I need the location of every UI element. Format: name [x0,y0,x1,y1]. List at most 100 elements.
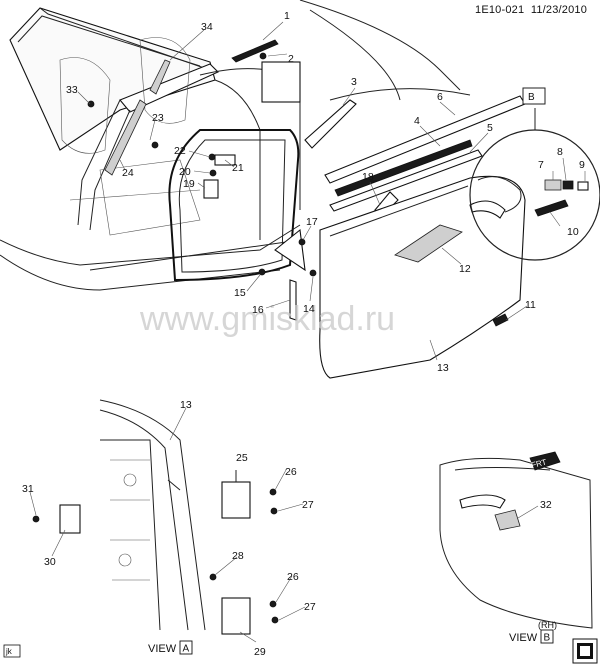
view-b-prefix: VIEW [509,632,538,644]
part-24-pillar-trim [104,99,147,176]
callout-9: 9 [579,159,585,171]
callout-1: 1 [284,10,290,22]
callout-16: 16 [252,304,264,316]
part-12-handle-plate [394,224,463,263]
callout-26-lower: 26 [287,571,299,583]
part-2-bracket [261,61,301,103]
part-30-hinge [59,504,81,534]
callout-11: 11 [525,299,536,311]
gm-logo [572,638,598,664]
part-20-screw [209,169,217,177]
callout-27-upper: 27 [302,499,314,511]
part-1-strip [231,39,279,63]
callout-30: 30 [44,556,56,568]
callout-14: 14 [303,303,315,315]
callout-26-upper: 26 [285,466,297,478]
callout-5: 5 [487,122,493,134]
frt-arrow [529,451,561,471]
callout-7: 7 [538,159,544,171]
diagram-date: 11/23/2010 [530,4,588,16]
callout-21: 21 [232,162,244,174]
callout-18: 18 [362,171,374,183]
part-17-fastener [298,238,306,246]
callout-15: 15 [234,287,246,299]
diagram-header: 1E10-021 11/23/2010 [475,4,587,16]
callout-2: 2 [288,53,294,65]
part-19-fitting [203,179,219,199]
part-28-bolt [209,573,217,581]
part-31-bolt [32,515,40,523]
callout-6: 6 [437,91,443,103]
callout-13-lower: 13 [180,399,192,411]
callout-29: 29 [254,646,266,658]
part-8-cylinder [562,180,574,190]
callout-19: 19 [183,178,195,190]
part-5-outer-seal [329,149,483,212]
view-a-prefix: VIEW [148,643,177,655]
part-16-strip [289,279,297,321]
callout-12: 12 [459,263,471,275]
callout-20: 20 [179,166,191,178]
part-34-trim [149,59,171,95]
part-14-screw [309,269,317,277]
callout-32: 32 [540,499,552,511]
detail-b-tag [522,87,546,105]
callout-22: 22 [174,145,186,157]
part-29-lower-hinge [221,597,251,635]
callout-28: 28 [232,550,244,562]
frt-label: FRT [530,457,547,469]
detail-b-letter: B [528,92,535,103]
part-27-bolt-upper [270,507,278,515]
callout-34: 34 [201,21,213,33]
footer-code: jk [5,647,13,656]
door-handle-outer [459,494,506,509]
part-26-bolt-upper [269,488,277,496]
part-26-bolt-lower [269,600,277,608]
part-2-fastener [259,52,267,60]
view-a-label: VIEW A [148,640,193,655]
part-7-cap [544,179,562,191]
part-13-door-shell [319,175,526,379]
callout-10: 10 [567,226,579,238]
callout-8: 8 [557,146,563,158]
callout-31: 31 [22,483,34,495]
callout-17: 17 [306,216,318,228]
callout-24: 24 [122,167,134,179]
diagram-id: 1E10-021 [475,4,525,16]
view-b-box [540,629,554,644]
callout-layer [29,21,586,643]
door-handle-opening [469,200,506,219]
callout-27-lower: 27 [304,601,316,613]
callout-33: 33 [66,84,78,96]
part-27-bolt-lower [271,616,279,624]
part-17-patch [274,228,306,272]
view-a-letter: A [183,644,190,655]
callout-13: 13 [437,362,449,374]
callout-25: 25 [236,452,248,464]
part-23-clip [151,141,159,149]
view-b-letter: B [544,633,551,644]
callout-3: 3 [351,76,357,88]
part-33-fastener [87,100,95,108]
watermark: www.gmisklad.ru [139,300,395,338]
view-a-box [179,640,193,655]
part-11-screw [492,313,509,327]
callout-4: 4 [414,115,420,127]
callout-labels: 1 2 3 4 5 6 7 8 9 10 11 12 13 14 15 16 1… [22,10,585,658]
hinge-area-drawing [99,399,206,631]
footer-code-box [3,644,21,658]
callout-23: 23 [152,112,164,124]
part-25-upper-hinge [221,481,251,519]
part-9-insert [577,181,589,191]
part-4-inner-seal [334,139,473,197]
part-32-handle-cover [494,509,521,531]
part-15-fastener [258,268,266,276]
car-body-drawing [0,0,471,291]
part-3-seal [304,99,357,149]
view-b-drawing [439,451,593,629]
part-10-rod [534,199,569,217]
view-b-label: VIEW B [509,629,554,644]
rh-label: (RH) [538,620,557,630]
